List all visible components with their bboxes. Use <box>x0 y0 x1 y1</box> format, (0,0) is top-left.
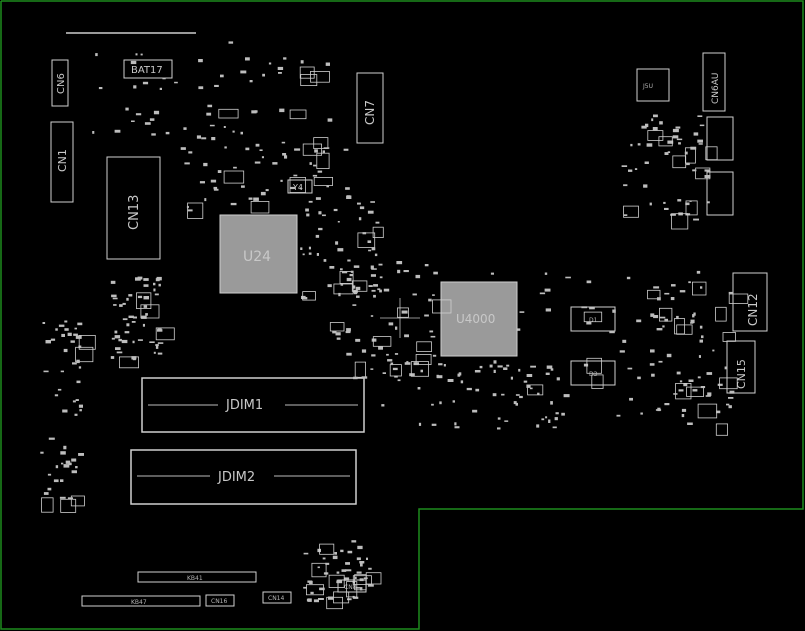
label-cn7: CN7 <box>363 100 377 125</box>
smd-components <box>40 41 749 610</box>
connector-cn1: CN1 <box>50 121 74 203</box>
label-u24: U24 <box>243 249 271 265</box>
connector-cn12: CN12 <box>732 272 768 332</box>
connector-kb1: KB41 <box>137 571 257 583</box>
label-cn8: CN8 <box>344 584 357 591</box>
component-j5: J5U <box>636 68 670 102</box>
label-jdim2: JDIM2 <box>217 470 255 485</box>
label-u4000: U4000 <box>456 312 495 326</box>
dimm-slot-jdim1: JDIM1 <box>141 377 365 433</box>
label-j5: J5U <box>642 83 653 90</box>
label-d1: D1 <box>589 317 598 324</box>
label-cn1: CN1 <box>56 149 69 172</box>
connector-cn14: CN14 <box>262 591 292 604</box>
connector-cn7: CN7 <box>356 72 384 144</box>
label-cn6au: CN6AU <box>711 73 721 105</box>
crystal-y4: Y4 <box>287 179 313 194</box>
label-kb2: KB47 <box>131 599 147 606</box>
label-jdim1: JDIM1 <box>225 398 263 413</box>
connector-cn16: CN16 <box>205 594 235 607</box>
battery-bat17: BAT17 <box>123 59 173 79</box>
label-cn16: CN16 <box>211 598 227 605</box>
connector-cn6au: CN6AU <box>702 52 726 112</box>
label-y4: Y4 <box>292 183 303 192</box>
label-cn12: CN12 <box>746 293 760 326</box>
connector-cn13: CN13 <box>106 156 161 260</box>
label-cn13: CN13 <box>127 195 142 230</box>
label-cn14: CN14 <box>268 595 284 602</box>
chip-u24: U24 <box>219 214 298 294</box>
label-kb1: KB41 <box>187 575 203 582</box>
connector-kb2: KB47 <box>81 595 201 607</box>
dimm-slot-jdim2: JDIM2 <box>130 449 357 505</box>
chip-u4000: U4000 <box>440 281 518 357</box>
label-cn6: CN6 <box>56 73 67 94</box>
label-bat17: BAT17 <box>131 65 163 76</box>
component-d1: D1 <box>570 306 616 332</box>
connector-cn6: CN6 <box>51 59 69 107</box>
connector-cn15: CN15 <box>726 340 756 394</box>
label-cn15: CN15 <box>735 359 748 389</box>
